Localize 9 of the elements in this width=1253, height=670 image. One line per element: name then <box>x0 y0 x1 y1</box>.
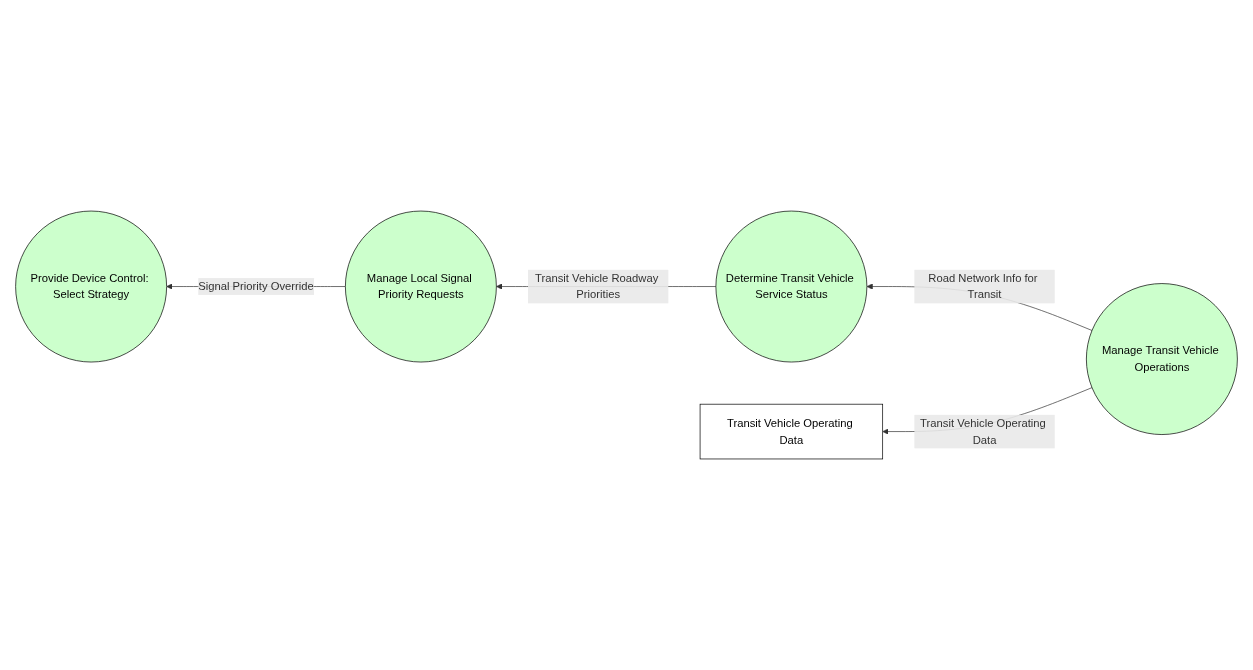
node-circle: Manage Local Signal Priority Requests <box>345 210 497 363</box>
edge-label: Transit Vehicle Roadway Priorities <box>535 271 659 301</box>
edge-label: Signal Priority Override <box>198 280 314 293</box>
node-circle: Provide Device Control: Select Strategy <box>15 210 167 363</box>
edge-label: Transit Vehicle Operating Data <box>920 416 1046 446</box>
node-circle: Manage Transit Vehicle Operations <box>1086 283 1238 435</box>
node-circle: Determine Transit Vehicle Service Status <box>715 210 868 363</box>
edge-label: Road Network Info for Transit <box>928 271 1038 301</box>
node-box: Transit Vehicle Operating Data <box>699 403 884 460</box>
